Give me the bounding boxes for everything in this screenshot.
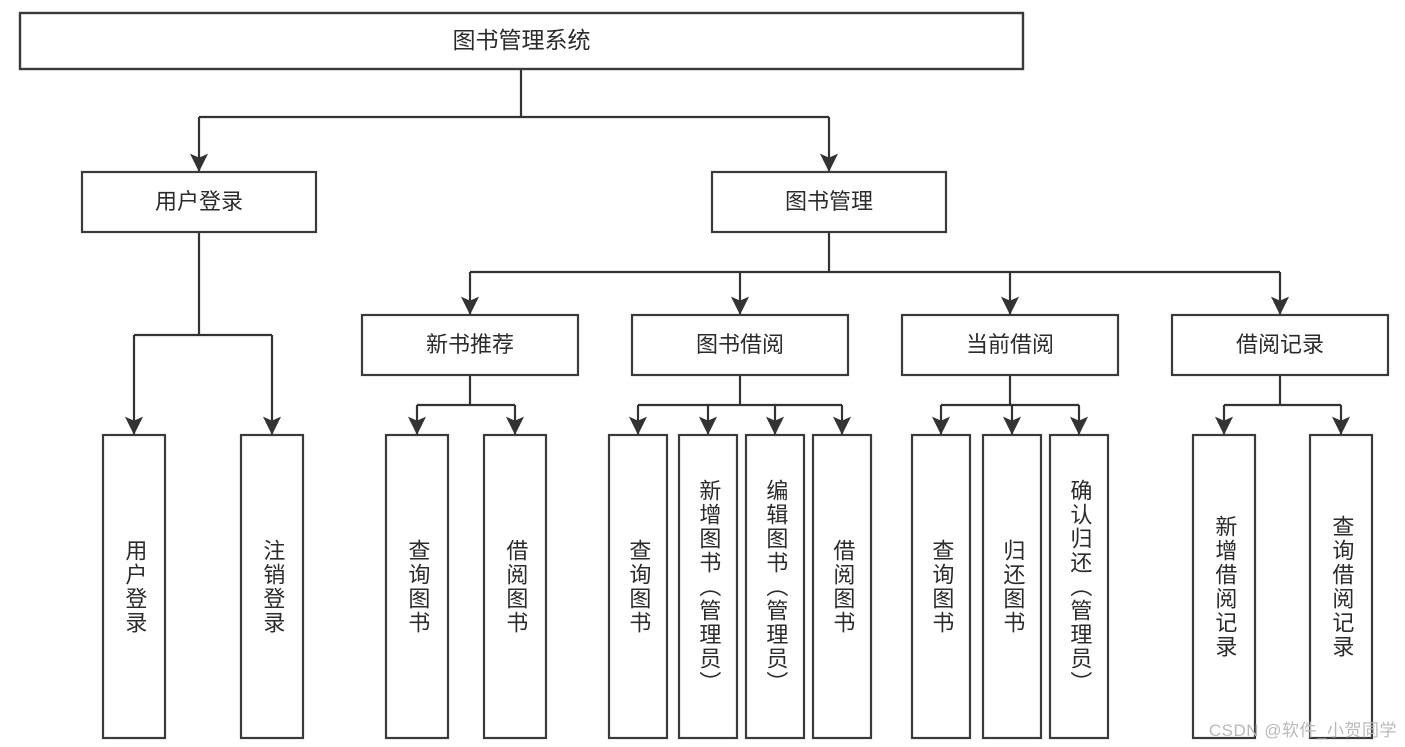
node-borrow-record[interactable]: 借阅记录 <box>1170 313 1390 377</box>
leaf-box <box>239 433 305 740</box>
node-root[interactable]: 图书管理系统 <box>18 11 1025 71</box>
node-box <box>360 313 580 377</box>
edge-layer <box>124 69 1351 435</box>
leaf-box <box>677 433 739 740</box>
node-new-book-recommend[interactable]: 新书推荐 <box>360 313 580 377</box>
node-label: 借阅记录 <box>1236 332 1324 357</box>
leaf-box <box>744 433 806 740</box>
node-label: 当前借阅 <box>966 332 1054 357</box>
node-box <box>18 11 1025 71</box>
node-leaf-query-book-3[interactable] <box>910 433 972 740</box>
node-box <box>900 313 1120 377</box>
node-leaf-return-book[interactable] <box>981 433 1043 740</box>
node-leaf-user-logout[interactable] <box>239 433 305 740</box>
node-leaf-borrow-book-2[interactable] <box>811 433 873 740</box>
node-label: 用户登录 <box>155 189 243 214</box>
node-leaf-borrow-book-1[interactable] <box>482 433 548 740</box>
node-current-borrow[interactable]: 当前借阅 <box>900 313 1120 377</box>
node-leaf-add-borrow-record[interactable] <box>1191 433 1257 740</box>
node-label: 图书借阅 <box>696 332 784 357</box>
node-label: 新书推荐 <box>426 332 514 357</box>
node-box <box>1170 313 1390 377</box>
node-box <box>80 170 318 234</box>
node-book-borrow[interactable]: 图书借阅 <box>630 313 850 377</box>
watermark-text: CSDN @软件_小贺同学 <box>1208 721 1397 740</box>
node-label: 图书管理系统 <box>453 27 591 53</box>
node-book-manage[interactable]: 图书管理 <box>710 170 948 234</box>
leaf-box <box>981 433 1043 740</box>
node-leaf-query-book-1[interactable] <box>384 433 450 740</box>
node-leaf-confirm-return-admin[interactable] <box>1048 433 1110 740</box>
leaf-box <box>607 433 669 740</box>
node-leaf-add-book-admin[interactable] <box>677 433 739 740</box>
leaf-box <box>1308 433 1374 740</box>
node-label: 图书管理 <box>785 189 873 214</box>
node-box <box>630 313 850 377</box>
node-leaf-query-book-2[interactable] <box>607 433 669 740</box>
leaf-box <box>384 433 450 740</box>
leaf-box <box>1048 433 1110 740</box>
leaf-box <box>910 433 972 740</box>
leaf-box <box>482 433 548 740</box>
node-box <box>710 170 948 234</box>
leaf-box <box>101 433 167 740</box>
node-leaf-query-borrow-record[interactable] <box>1308 433 1374 740</box>
node-user-login[interactable]: 用户登录 <box>80 170 318 234</box>
leaf-box <box>1191 433 1257 740</box>
leaf-box <box>811 433 873 740</box>
node-leaf-user-login[interactable] <box>101 433 167 740</box>
node-leaf-edit-book-admin[interactable] <box>744 433 806 740</box>
